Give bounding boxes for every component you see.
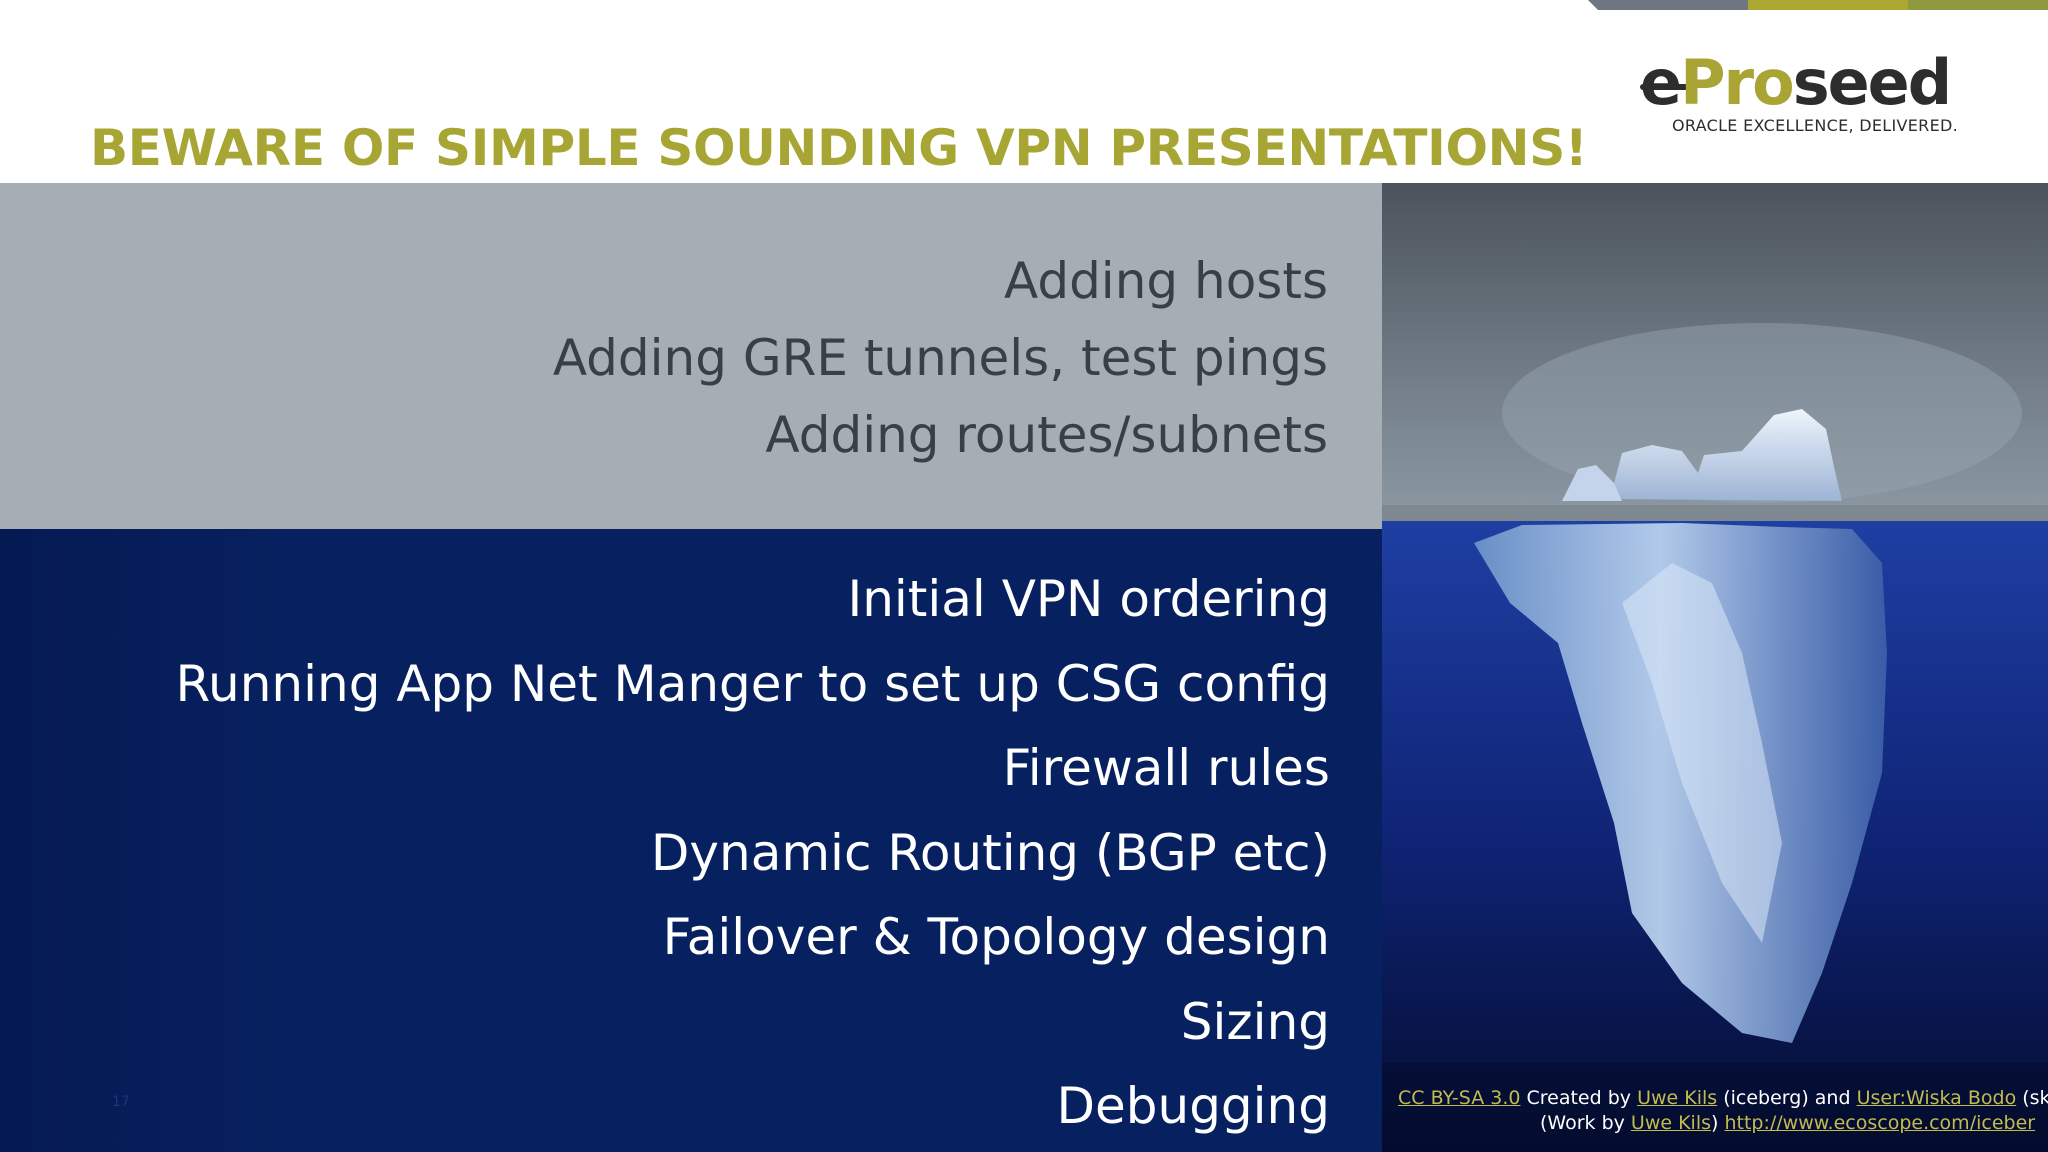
- license-link[interactable]: CC BY-SA 3.0: [1398, 1087, 1521, 1109]
- accent-bar-olive: [1748, 0, 1908, 10]
- above-water-item: Adding hosts: [1004, 252, 1328, 310]
- work-by-text: (Work by: [1540, 1112, 1631, 1134]
- logo-wordmark: eProseed: [1640, 46, 1952, 119]
- work-by-close-text: ): [1711, 1112, 1725, 1134]
- iceberg-text: (iceberg) and: [1717, 1087, 1857, 1109]
- below-water-item: Debugging: [1056, 1077, 1331, 1135]
- attribution-line-2: (Work by Uwe Kils) http://www.ecoscope.c…: [1398, 1111, 2048, 1136]
- accent-bar-gray: [1588, 0, 1748, 10]
- author-link[interactable]: Uwe Kils: [1637, 1087, 1718, 1109]
- source-url-link[interactable]: http://www.ecoscope.com/iceber: [1724, 1112, 2036, 1134]
- eproseed-logo: eProseed ORACLE EXCELLENCE, DELIVERED.: [1640, 48, 1970, 138]
- below-water-item: Initial VPN ordering: [847, 570, 1330, 628]
- user-link[interactable]: User:Wiska Bodo: [1856, 1087, 2017, 1109]
- above-water-item: Adding GRE tunnels, test pings: [552, 329, 1328, 387]
- below-water-item: Failover & Topology design: [662, 908, 1330, 966]
- logo-word-pro: Pro: [1680, 46, 1795, 119]
- image-attribution: CC BY-SA 3.0 Created by Uwe Kils (iceber…: [1398, 1086, 2048, 1146]
- below-water-item: Firewall rules: [1002, 739, 1330, 797]
- above-water-item: Adding routes/subnets: [765, 406, 1328, 464]
- logo-letter-e: e: [1640, 46, 1682, 119]
- iceberg-illustration: [1382, 183, 2048, 1152]
- page-number: 17: [112, 1094, 130, 1110]
- below-water-panel: Initial VPN ordering Running App Net Man…: [0, 529, 1382, 1152]
- author-link[interactable]: Uwe Kils: [1630, 1112, 1712, 1134]
- above-water-panel: Adding hosts Adding GRE tunnels, test pi…: [0, 183, 1382, 529]
- created-by-text: Created by: [1520, 1087, 1638, 1109]
- below-water-item: Sizing: [1180, 992, 1330, 1051]
- logo-word-seed: seed: [1792, 46, 1952, 119]
- below-water-item: Dynamic Routing (BGP etc): [650, 823, 1330, 882]
- logo-tagline: ORACLE EXCELLENCE, DELIVERED.: [1672, 116, 1959, 135]
- above-water-list: Adding hosts Adding GRE tunnels, test pi…: [553, 243, 1328, 474]
- attribution-line-1: CC BY-SA 3.0 Created by Uwe Kils (iceber…: [1398, 1086, 2048, 1111]
- iceberg-image: [1382, 183, 2048, 1152]
- below-water-item: Running App Net Manger to set up CSG con…: [175, 654, 1330, 713]
- logo-swoosh-icon: [1640, 84, 1690, 90]
- accent-bar-green: [1908, 0, 2048, 10]
- sky-text: (sk: [2016, 1087, 2048, 1109]
- slide-title: BEWARE OF SIMPLE SOUNDING VPN PRESENTATI…: [90, 119, 1588, 177]
- below-water-list: Initial VPN ordering Running App Net Man…: [176, 557, 1330, 1149]
